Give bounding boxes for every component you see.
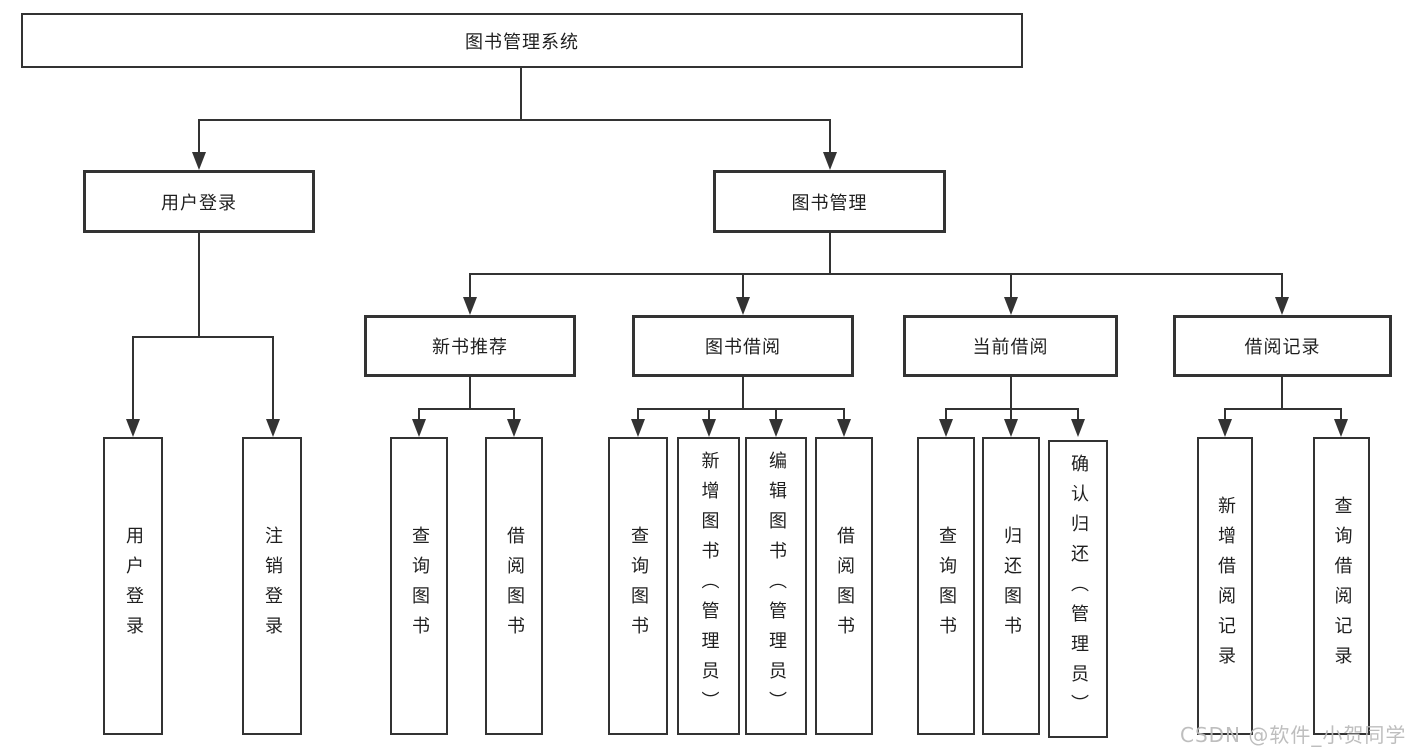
arrowhead-new-book bbox=[463, 297, 477, 315]
connector-book-mgmt-trunk bbox=[829, 233, 831, 275]
arrowhead-book-mgmt bbox=[823, 152, 837, 170]
connector-new-book-split bbox=[418, 408, 515, 410]
connector-root-trunk bbox=[520, 68, 522, 120]
node-label: 图书借阅 bbox=[705, 337, 781, 358]
node-label: 图书管理 bbox=[791, 192, 868, 214]
leaf-bb-edit-books-admin: 编辑图书（管理员） bbox=[745, 437, 807, 735]
leaf-label: 用户登录 bbox=[123, 526, 144, 646]
arrowhead-bb-add bbox=[702, 419, 716, 437]
connector-root-split bbox=[198, 119, 831, 121]
arrowhead-leaf-logout bbox=[266, 419, 280, 437]
arrowhead-nb-borrow bbox=[507, 419, 521, 437]
leaf-label: 查询图书 bbox=[628, 526, 649, 646]
arrowhead-current-borrow bbox=[1004, 297, 1018, 315]
arrowhead-br-add bbox=[1218, 419, 1232, 437]
arrowhead-cb-return bbox=[1004, 419, 1018, 437]
node-new-book-recommend: 新书推荐 bbox=[364, 315, 576, 377]
connector-user-login-split bbox=[132, 336, 273, 338]
connector-book-mgmt-split bbox=[469, 273, 1283, 275]
leaf-bb-add-books-admin: 新增图书（管理员） bbox=[677, 437, 740, 735]
leaf-bb-borrow-books: 借阅图书 bbox=[815, 437, 873, 735]
connector-stem-user-login bbox=[198, 119, 200, 155]
connector-stem-bb-borrow bbox=[843, 408, 845, 422]
arrowhead-bb-borrow bbox=[837, 419, 851, 437]
csdn-watermark: CSDN @软件_小贺同学 bbox=[1180, 723, 1405, 747]
leaf-label: 归还图书 bbox=[1001, 526, 1022, 646]
leaf-label: 借阅图书 bbox=[504, 526, 525, 646]
connector-stem-nb-borrow bbox=[513, 408, 515, 422]
connector-new-book-trunk bbox=[469, 377, 471, 409]
node-current-borrowing: 当前借阅 bbox=[903, 315, 1118, 377]
leaf-logout: 注销登录 bbox=[242, 437, 302, 735]
connector-stem-book-mgmt bbox=[829, 119, 831, 155]
node-book-management: 图书管理 bbox=[713, 170, 946, 233]
leaf-cb-return-books: 归还图书 bbox=[982, 437, 1040, 735]
connector-stem-cb-confirm bbox=[1077, 408, 1079, 422]
connector-stem-bb-query bbox=[637, 408, 639, 422]
connector-stem-br-query bbox=[1340, 408, 1342, 422]
leaf-bb-query-books: 查询图书 bbox=[608, 437, 668, 735]
leaf-label: 新增图书（管理员） bbox=[698, 451, 720, 721]
arrowhead-borrow-records bbox=[1275, 297, 1289, 315]
leaf-label: 编辑图书（管理员） bbox=[766, 451, 787, 721]
arrowhead-bb-edit bbox=[769, 419, 783, 437]
connector-stem-leaf-login bbox=[132, 336, 134, 422]
connector-stem-current-borrow bbox=[1010, 273, 1012, 300]
leaf-cb-query-books: 查询图书 bbox=[917, 437, 975, 735]
node-label: 图书管理系统 bbox=[465, 31, 579, 53]
leaf-br-query-record: 查询借阅记录 bbox=[1313, 437, 1370, 735]
leaf-label: 新增借阅记录 bbox=[1215, 496, 1236, 676]
leaf-nb-query-books: 查询图书 bbox=[390, 437, 448, 735]
node-label: 当前借阅 bbox=[972, 337, 1049, 358]
arrowhead-br-query bbox=[1334, 419, 1348, 437]
leaf-label: 借阅图书 bbox=[834, 526, 855, 646]
node-book-borrowing: 图书借阅 bbox=[632, 315, 854, 377]
leaf-label: 查询图书 bbox=[409, 526, 430, 646]
connector-current-borrow-trunk bbox=[1010, 377, 1012, 409]
leaf-label: 查询借阅记录 bbox=[1331, 496, 1353, 676]
node-borrowing-records: 借阅记录 bbox=[1173, 315, 1392, 377]
connector-stem-book-borrow bbox=[742, 273, 744, 300]
connector-stem-bb-add bbox=[708, 408, 710, 422]
leaf-cb-confirm-return-admin: 确认归还（管理员） bbox=[1048, 440, 1108, 738]
node-library-management-system: 图书管理系统 bbox=[21, 13, 1023, 68]
node-label: 新书推荐 bbox=[432, 337, 508, 358]
node-label: 用户登录 bbox=[161, 192, 237, 214]
node-user-login: 用户登录 bbox=[83, 170, 315, 233]
connector-book-borrow-trunk bbox=[742, 377, 744, 409]
arrowhead-nb-query bbox=[412, 419, 426, 437]
connector-stem-bb-edit bbox=[775, 408, 777, 422]
connector-stem-br-add bbox=[1224, 408, 1226, 422]
arrowhead-cb-query bbox=[939, 419, 953, 437]
arrowhead-bb-query bbox=[631, 419, 645, 437]
leaf-br-add-record: 新增借阅记录 bbox=[1197, 437, 1253, 735]
leaf-label: 查询图书 bbox=[936, 526, 957, 646]
arrowhead-leaf-login bbox=[126, 419, 140, 437]
leaf-nb-borrow-books: 借阅图书 bbox=[485, 437, 543, 735]
connector-stem-cb-query bbox=[945, 408, 947, 422]
connector-stem-nb-query bbox=[418, 408, 420, 422]
connector-stem-borrow-records bbox=[1281, 273, 1283, 300]
arrowhead-book-borrow bbox=[736, 297, 750, 315]
leaf-user-login: 用户登录 bbox=[103, 437, 163, 735]
connector-stem-new-book bbox=[469, 273, 471, 300]
leaf-label: 确认归还（管理员） bbox=[1068, 454, 1089, 724]
connector-stem-leaf-logout bbox=[272, 336, 274, 422]
connector-records-trunk bbox=[1281, 377, 1283, 409]
connector-book-borrow-split bbox=[637, 408, 845, 410]
arrowhead-user-login bbox=[192, 152, 206, 170]
arrowhead-cb-confirm bbox=[1071, 419, 1085, 437]
connector-user-login-trunk bbox=[198, 233, 200, 338]
leaf-label: 注销登录 bbox=[262, 526, 283, 646]
connector-stem-cb-return bbox=[1010, 408, 1012, 422]
connector-records-split bbox=[1224, 408, 1342, 410]
node-label: 借阅记录 bbox=[1244, 337, 1321, 358]
